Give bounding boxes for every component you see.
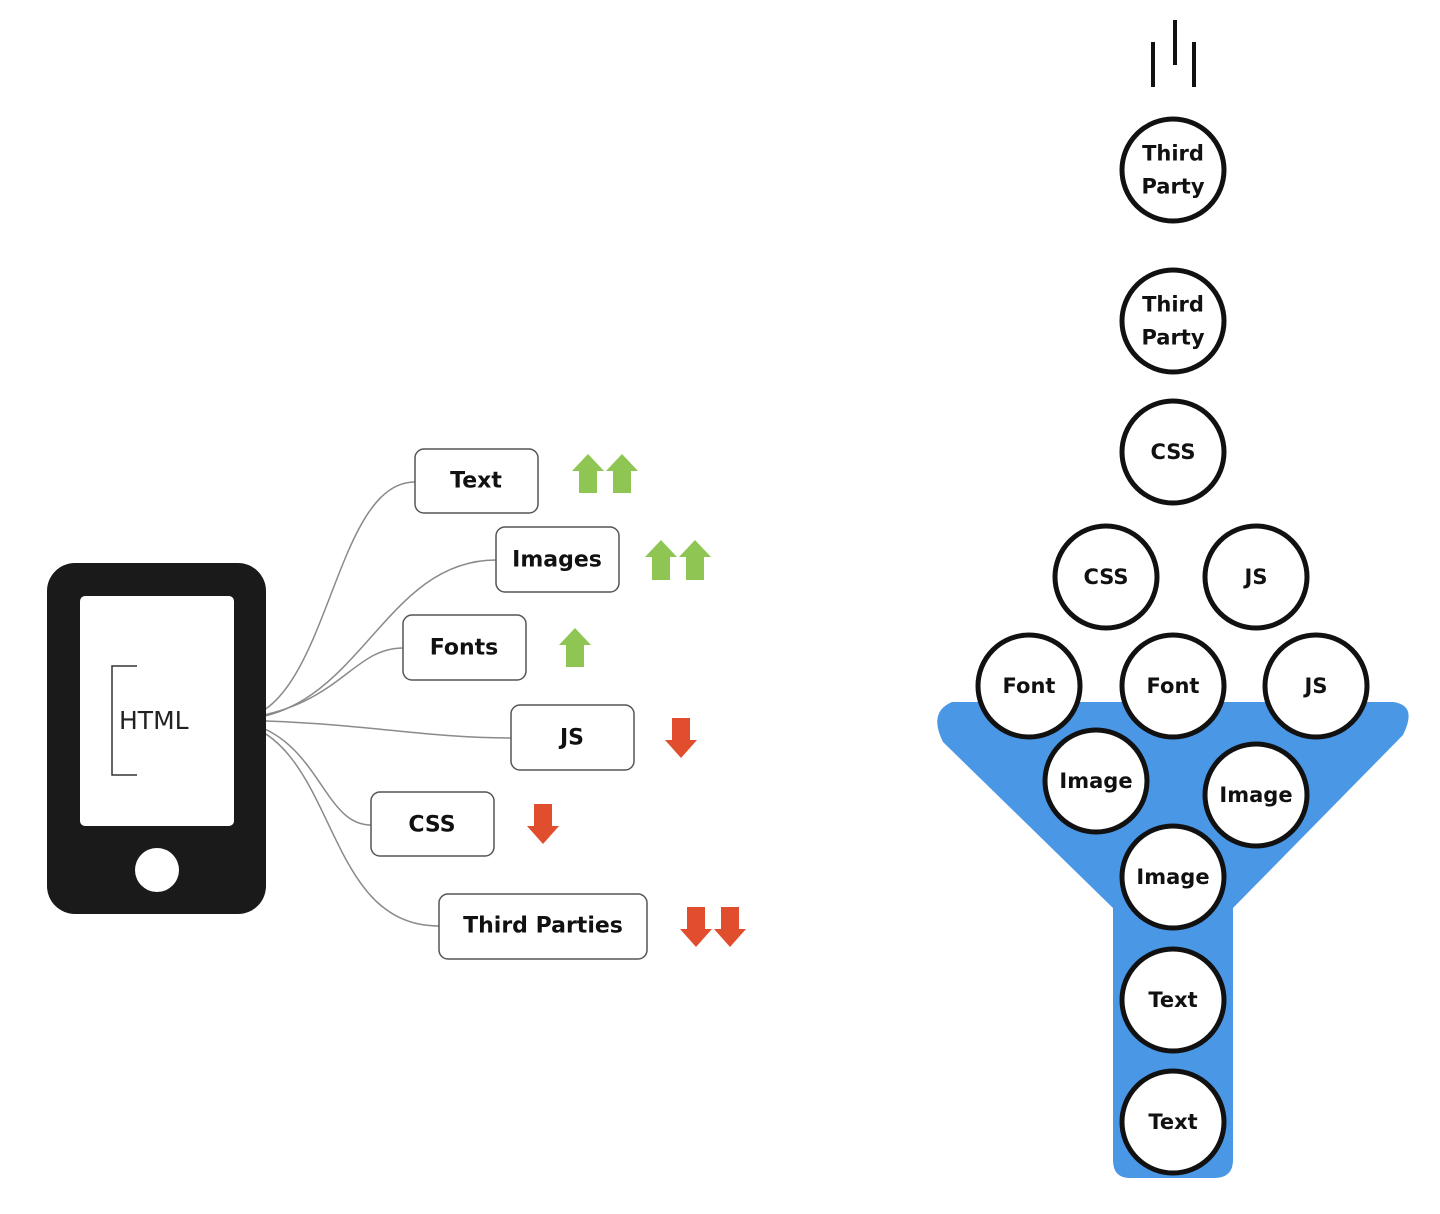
box-js (510, 704, 635, 771)
html-label: HTML (119, 706, 189, 735)
funnel-item-circle (1052, 523, 1160, 631)
funnel-item-circle (1119, 116, 1227, 224)
funnel-item-label: Third (1142, 142, 1204, 166)
box-text (414, 448, 539, 514)
phone-home-button (135, 848, 179, 892)
falling-motion-icon (1151, 20, 1196, 87)
funnel-item-label: JS (1303, 674, 1328, 698)
box-third-parties (438, 893, 648, 960)
box-js-label: JS (558, 726, 584, 751)
funnel-item-circle (975, 632, 1083, 740)
funnel-item-label: CSS (1083, 565, 1128, 589)
funnel-item-label: Image (1136, 865, 1209, 889)
box-fonts (402, 614, 527, 681)
funnel-item-circle (1262, 632, 1370, 740)
trend-arrows (527, 454, 746, 947)
up-arrow-icon (679, 540, 711, 580)
funnel-item-label: Text (1148, 988, 1197, 1012)
funnel-item-circle (1042, 727, 1150, 835)
resource-boxes: Text Images Fonts JS CSS Third Parties (370, 448, 648, 960)
down-arrow-icon (714, 907, 746, 947)
funnel-item-circle (1119, 267, 1227, 375)
box-fonts-label: Fonts (430, 636, 499, 661)
funnel-item-circle (1119, 1068, 1227, 1176)
connector-lines (231, 481, 512, 927)
funnel-item-label: Image (1219, 783, 1292, 807)
up-arrow-icon (606, 454, 638, 493)
connector-third-parties (231, 719, 440, 927)
funnel-item-label: Third (1142, 293, 1204, 317)
funnel-item-label: Font (1003, 674, 1056, 698)
down-arrow-icon (527, 804, 559, 844)
phone-icon: HTML (47, 563, 266, 914)
box-images-label: Images (512, 548, 602, 573)
box-third-parties-label: Third Parties (463, 914, 623, 939)
connector-js (231, 719, 512, 739)
up-arrow-icon (645, 540, 677, 580)
funnel-item-circle (1119, 632, 1227, 740)
funnel-item-circle (1119, 946, 1227, 1054)
funnel-item-circle (1119, 398, 1227, 506)
funnel-item-circle (1119, 823, 1227, 931)
funnel-item-label: Party (1141, 175, 1204, 199)
box-text-label: Text (450, 469, 502, 494)
connector-fonts (231, 647, 404, 721)
down-arrow-icon (680, 907, 712, 947)
funnel-item-label: JS (1243, 565, 1268, 589)
box-css (370, 791, 495, 857)
box-images (495, 526, 620, 593)
up-arrow-icon (572, 454, 604, 493)
down-arrow-icon (665, 718, 697, 758)
funnel-item-circle (1202, 523, 1310, 631)
html-bracket (111, 665, 137, 776)
box-css-label: CSS (408, 813, 455, 838)
funnel-item-label: CSS (1150, 440, 1195, 464)
funnel-item-label: Text (1148, 1110, 1197, 1134)
connector-text (231, 481, 416, 721)
up-arrow-icon (559, 628, 591, 667)
funnel-item-label: Image (1059, 769, 1132, 793)
funnel-item-label: Party (1141, 326, 1204, 350)
phone-screen (80, 596, 234, 826)
funnel-item-label: Font (1147, 674, 1200, 698)
funnel-item-circle (1202, 741, 1310, 849)
